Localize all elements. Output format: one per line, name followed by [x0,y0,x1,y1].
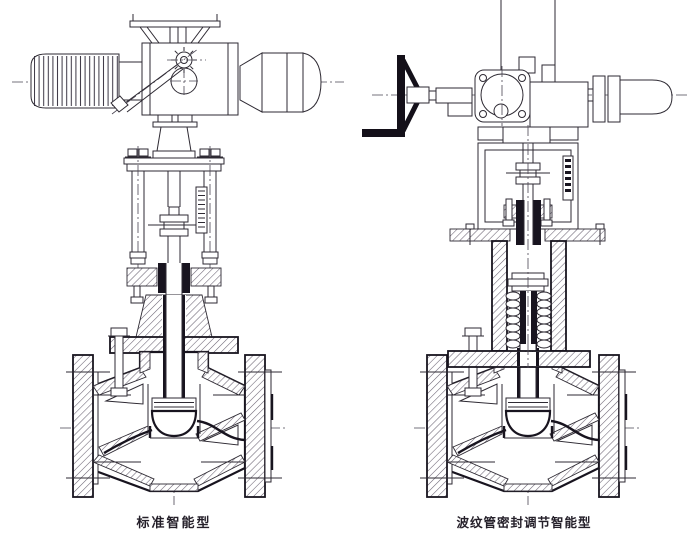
electric-actuator [30,14,322,159]
electric-actuator [435,64,673,144]
manual-lever [110,47,206,115]
caption-standard: 标准智能型 [136,516,212,531]
yoke [123,146,225,302]
signal-cone [239,52,322,113]
caption-bellows: 波纹管密封调节智能型 [456,515,592,530]
standard-valve-figure [12,14,344,505]
gear-housing [141,42,239,116]
packing-gland [126,251,222,304]
actuator-motor [588,75,673,123]
bonnet-flange [447,344,591,368]
bellows-valve-figure [362,0,688,507]
handwheel [362,55,437,137]
finned-motor [30,53,143,109]
valve-body [60,327,288,505]
travel-scale [195,186,208,234]
stem-coupling [148,214,200,237]
bellows-seal [491,125,567,352]
travel-scale [562,155,574,201]
